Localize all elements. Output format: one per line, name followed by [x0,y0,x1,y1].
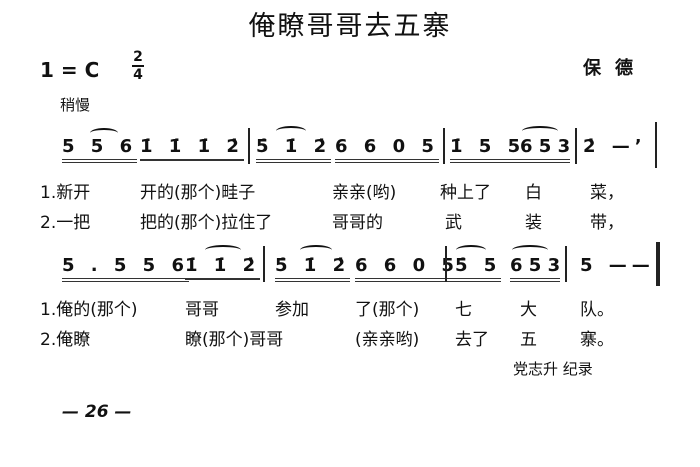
barline [248,128,250,164]
lyric: 大 [520,300,537,320]
barline [575,128,577,164]
final-barline [656,242,660,286]
slur [522,126,558,136]
lyric: (亲亲哟) [355,330,420,350]
lyric: 1.俺的(那个) [40,300,138,320]
note-group: 5̇ 5 [455,255,502,282]
note-group: 5̇ 1̇ 2̇ [256,136,332,163]
time-top: 2 [133,49,143,65]
lyric: 了(那个) [355,300,420,320]
slur [300,245,332,255]
tempo-marking: 稍慢 [60,96,91,114]
lyric: 带， [590,213,624,233]
slur [276,126,306,136]
lyric: 装 [525,213,542,233]
lyric: 2.俺瞭 [40,330,91,350]
composer: 保德 [583,58,647,79]
barline [445,246,447,282]
lyric: 菜， [590,183,624,203]
barline [443,128,445,164]
note-group: 6 6 0 5 [355,255,459,282]
lyric: 寨。 [580,330,614,350]
note-group: 6 5 3 [510,255,561,282]
time-bottom: 4 [133,67,143,83]
lyric: 1.新开 [40,183,91,203]
slur [456,245,486,255]
slur [512,245,548,255]
fraction-line [132,65,144,67]
note-group: 5 5 6 [62,136,138,163]
lyric: 队。 [580,300,614,320]
lyric: 种上了 [440,183,491,203]
slur [205,245,241,255]
lyric: 把的(那个)拉住了 [140,213,273,233]
barline [655,122,657,168]
lyric: 去了 [455,330,489,350]
note-group: 1̇ 1̇ 2̇ [185,255,261,280]
lyric: 哥哥 [185,300,219,320]
lyric: 开的(那个)畦子 [140,183,256,203]
key-signature: 1 = C [40,58,100,82]
note-group: 6 6 0 5 [335,136,439,163]
song-title: 俺瞭哥哥去五寨 [248,11,452,42]
slur [90,128,118,138]
time-signature: 2 4 [132,50,144,82]
note-group: 5̇ 1̇ 2̇ [275,255,351,282]
note-group: 5 . 5 5 6 [62,255,190,282]
recorder-credit: 党志升 纪录 [513,360,593,378]
lyric: 2.一把 [40,213,91,233]
lyric: 参加 [275,300,309,320]
lyric: 亲亲(哟) [332,183,397,203]
note-group: 2̇ —’ [583,136,647,157]
lyric: 五 [520,330,537,350]
note-group: 5 —— [580,255,655,276]
lyric: 七 [455,300,472,320]
page-number: — 26 — [62,402,132,422]
lyric: 哥哥的 [332,213,383,233]
lyric: 瞭(那个)哥哥 [185,330,284,350]
note-group: 1̇ 1̇ 1̇ 2̇ [140,136,244,161]
barline [263,246,265,282]
note-group: 6 5 3 [520,136,571,163]
lyric: 白 [525,183,542,203]
barline [565,246,567,282]
lyric: 武 [445,213,462,233]
note-group: 1̇ 5 5 [450,136,526,163]
